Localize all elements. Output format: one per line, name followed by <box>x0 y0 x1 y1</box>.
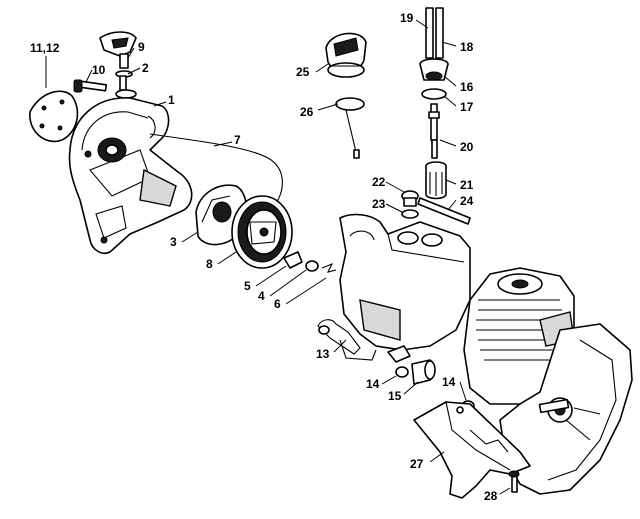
cover-plate <box>29 90 79 143</box>
label-5: 5 <box>244 279 251 293</box>
filler-cap-body <box>419 58 449 81</box>
label-4: 4 <box>258 289 265 303</box>
bushing-left <box>395 366 409 378</box>
label-1: 1 <box>168 93 175 107</box>
label-27: 27 <box>410 457 424 471</box>
washer <box>115 70 137 99</box>
pickup-body <box>428 103 440 159</box>
retaining-strap <box>335 97 365 159</box>
label-2: 2 <box>142 61 149 75</box>
gasket-ring <box>421 88 447 100</box>
engine <box>463 267 633 495</box>
label-11-12: 11,12 <box>30 41 60 55</box>
label-22: 22 <box>372 175 386 189</box>
rope-rotor <box>231 195 293 269</box>
fuel-hose <box>435 7 444 59</box>
spring-clip <box>321 262 337 273</box>
fuel-tank <box>317 213 471 363</box>
part-labels: 11,12 10 9 2 1 7 3 8 5 4 6 25 26 19 18 1… <box>30 11 498 503</box>
washer-small <box>305 260 319 272</box>
label-9: 9 <box>138 40 145 54</box>
label-14-left: 14 <box>366 377 380 391</box>
label-17: 17 <box>460 100 474 114</box>
label-8: 8 <box>206 257 213 271</box>
screw-bottom <box>508 470 520 493</box>
starter-grip <box>99 31 137 69</box>
label-21: 21 <box>460 178 474 192</box>
label-3: 3 <box>170 235 177 249</box>
label-20: 20 <box>460 140 474 154</box>
fuel-cap <box>325 32 367 78</box>
o-ring <box>401 209 419 219</box>
annular-buffer <box>411 359 436 385</box>
label-13: 13 <box>316 347 330 361</box>
leader-lines <box>45 19 511 495</box>
label-28: 28 <box>484 489 498 503</box>
pawl <box>283 251 303 269</box>
fuel-filter <box>425 161 447 200</box>
label-10: 10 <box>92 63 106 77</box>
label-19: 19 <box>400 11 414 25</box>
label-26: 26 <box>300 105 314 119</box>
rewind-starter-housing <box>68 97 193 255</box>
screw <box>73 79 108 93</box>
grommet <box>401 190 419 207</box>
label-6: 6 <box>274 297 281 311</box>
starter-rope <box>149 133 283 207</box>
vent-tube <box>417 197 471 225</box>
fuel-hose-thin <box>425 7 434 59</box>
label-14-right: 14 <box>442 375 456 389</box>
label-18: 18 <box>460 40 474 54</box>
label-23: 23 <box>372 197 386 211</box>
label-16: 16 <box>460 80 474 94</box>
label-7: 7 <box>234 133 241 147</box>
label-15: 15 <box>388 389 402 403</box>
guard-plate <box>413 401 531 499</box>
label-25: 25 <box>296 65 310 79</box>
label-24: 24 <box>460 194 474 208</box>
